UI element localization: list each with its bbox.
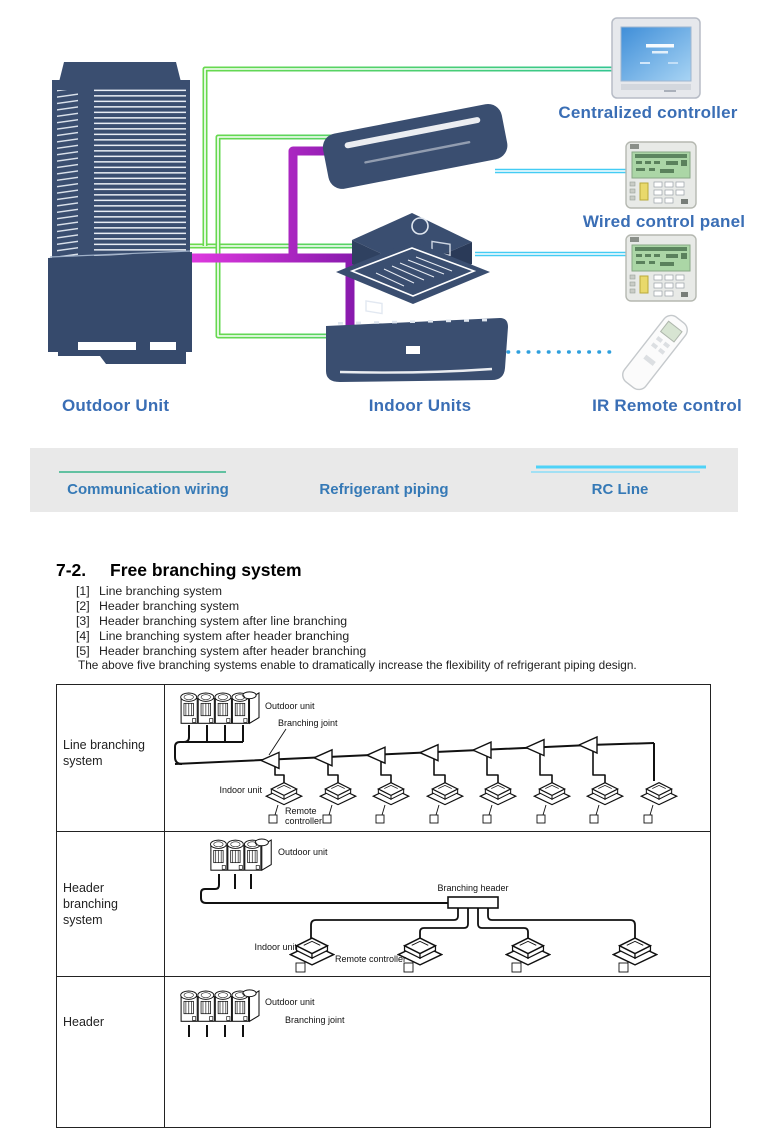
- cyan-line-sample: [530, 465, 706, 473]
- row-diagram-cell: Outdoor unit Branching joint: [165, 977, 710, 1127]
- item-text: Line branching system: [99, 584, 223, 598]
- communication-wiring-lines: [188, 66, 614, 339]
- ir-remote-device: [622, 314, 688, 391]
- table-row-line-branching: Line branching system: [57, 685, 710, 832]
- branching-joints: [259, 735, 598, 770]
- wall-mounted-unit: [326, 318, 508, 382]
- section-title: Free branching system: [110, 560, 302, 580]
- green-line-sample: [58, 465, 234, 473]
- cassette-unit: [336, 213, 490, 315]
- centralized-controller-device: [611, 17, 701, 99]
- row-label: Line branching system: [57, 685, 165, 831]
- indoor-units-label: Indoor Units: [368, 396, 472, 415]
- row-label: Header: [57, 977, 165, 1127]
- ceiling-suspended-unit: [322, 103, 508, 189]
- remote-controller-icons: [295, 961, 629, 973]
- branching-header-caption: Branching header: [437, 883, 508, 893]
- system-diagram: [48, 17, 701, 391]
- legend-label: Refrigerant piping: [319, 480, 449, 498]
- document-page: { "colors": { "unit_navy": "#3a4e70", "l…: [30, 17, 746, 1128]
- section-heading: 7-2. Free branching system: [56, 560, 302, 581]
- outdoor-unit-caption: Outdoor unit: [265, 997, 315, 1007]
- row-diagram-cell: Outdoor unit Branching header Indoor uni…: [165, 832, 710, 976]
- branching-joint-caption: Branching joint: [285, 1015, 345, 1025]
- remote-controller-caption-1: Remote: [285, 806, 317, 816]
- item-index: [1]: [76, 584, 90, 598]
- item-text: Header branching system after header bra…: [99, 644, 367, 658]
- outdoor-unit-icon: [180, 691, 260, 724]
- branching-joint-caption: Branching joint: [278, 718, 338, 728]
- outdoor-unit-icon: [209, 838, 272, 871]
- branching-list: [1] Line branching system [2] Header branc…: [76, 584, 366, 659]
- legend-label: RC Line: [591, 480, 649, 498]
- wired-control-panel-2: [625, 234, 697, 302]
- section-note: The above five branching systems enable …: [78, 658, 637, 672]
- header-branching-diagram: Outdoor unit Branching header Indoor uni…: [200, 838, 658, 973]
- section-number: 7-2.: [56, 560, 87, 580]
- remote-controller-icons: [268, 804, 654, 824]
- item-text: Header branching system: [99, 599, 240, 613]
- header-after-line-diagram: Outdoor unit Branching joint: [180, 989, 345, 1037]
- outdoor-unit-caption: Outdoor unit: [265, 701, 315, 711]
- legend-communication-wiring: Communication wiring: [30, 448, 266, 512]
- outdoor-unit-label: Outdoor Unit: [62, 396, 170, 415]
- item-text: Line branching system after header branc…: [99, 629, 350, 643]
- indoor-unit-caption: Indoor unit: [254, 942, 297, 952]
- list-item: [3] Header branching system after line br…: [76, 614, 366, 629]
- outdoor-unit-illustration: [48, 62, 192, 364]
- branching-header-box: [447, 896, 499, 909]
- item-index: [3]: [76, 614, 90, 628]
- ir-remote-label: IR Remote control: [592, 396, 742, 415]
- indoor-unit-icons: [265, 782, 678, 806]
- item-index: [2]: [76, 599, 90, 613]
- list-item: [2] Header branching system: [76, 599, 366, 614]
- legend-label: Communication wiring: [67, 480, 229, 498]
- table-row-header-after-line: Header Outdoor unit Branching joint: [57, 977, 710, 1127]
- indoor-unit-caption: Indoor unit: [219, 785, 262, 795]
- remote-controller-caption: Remote controller: [335, 954, 406, 964]
- branching-table: Line branching system: [56, 684, 711, 1128]
- outdoor-unit-caption: Outdoor unit: [278, 847, 328, 857]
- line-branching-diagram: Outdoor unit Branching joint Indoor unit…: [174, 691, 678, 826]
- wired-control-panel-1: [625, 141, 697, 209]
- legend-bar: Communication wiring Refrigerant piping …: [30, 448, 738, 512]
- list-item: [5] Header branching system after header …: [76, 644, 366, 659]
- legend-rc-line: RC Line: [502, 448, 738, 512]
- remote-controller-caption-2: controller: [285, 816, 322, 826]
- item-index: [5]: [76, 644, 90, 658]
- row-diagram-cell: Outdoor unit Branching joint Indoor unit…: [165, 685, 710, 831]
- rc-lines: [475, 168, 626, 354]
- row-label: Header branching system: [57, 832, 165, 976]
- table-row-header-branching: Header branching system: [57, 832, 710, 977]
- wired-control-panel-label: Wired control panel: [582, 212, 746, 231]
- list-item: [4] Line branching system after header br…: [76, 629, 366, 644]
- item-text: Header branching system after line branc…: [99, 614, 348, 628]
- centralized-controller-label: Centralized controller: [558, 103, 738, 122]
- legend-refrigerant-piping: Refrigerant piping: [266, 448, 502, 512]
- outdoor-unit-icon: [180, 989, 260, 1022]
- list-item: [1] Line branching system: [76, 584, 366, 599]
- item-index: [4]: [76, 629, 90, 643]
- purple-line-sample: [301, 464, 467, 475]
